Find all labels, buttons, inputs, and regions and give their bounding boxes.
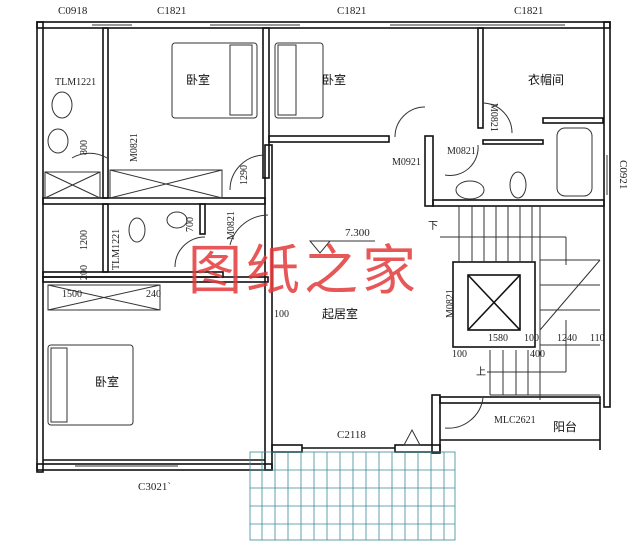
wall: [42, 197, 266, 205]
wall: [199, 203, 206, 235]
door-label: M0921: [392, 157, 421, 168]
wall: [432, 199, 605, 207]
dimension-label: 1200: [79, 230, 90, 250]
elevator-car: [467, 274, 521, 331]
room-label-bedroom: 卧室: [322, 73, 347, 87]
dimension-label: 700: [185, 217, 196, 232]
dimension-label: 1290: [239, 165, 250, 185]
wall: [262, 27, 270, 179]
dimension-label: 110: [590, 333, 605, 344]
window-label: C1821: [157, 5, 187, 17]
wall: [424, 135, 434, 207]
dimension-label: 1500: [62, 289, 82, 300]
wall: [477, 27, 484, 129]
bed: [274, 42, 324, 119]
stairs-down-label: 下: [428, 221, 438, 232]
left-wall: [36, 21, 44, 473]
wall: [482, 139, 544, 145]
wall: [42, 276, 269, 283]
door-label: M0821: [447, 146, 476, 157]
window-label: C0918: [58, 5, 88, 17]
window-label: C3021`: [138, 481, 171, 493]
wall: [102, 27, 109, 199]
dimension-label: 400: [530, 349, 545, 360]
dimension-label: 1580: [488, 333, 508, 344]
living-left-wall: [264, 144, 273, 471]
elevator-shaft: [452, 261, 536, 348]
room-label-bedroom: 卧室: [186, 73, 211, 87]
watermark: 图纸之家: [188, 239, 420, 302]
door-label: M0821: [488, 103, 499, 132]
wall: [431, 394, 441, 454]
dimension-label: 240: [146, 289, 161, 300]
dimension-label: 200: [79, 265, 90, 280]
fixtures: [44, 24, 608, 467]
wall: [102, 203, 109, 273]
wall: [271, 444, 303, 453]
wall: [439, 396, 601, 404]
dimension-label: 100: [452, 349, 467, 360]
room-label-bedroom: 卧室: [95, 375, 120, 389]
door-label: TLM1221: [55, 77, 97, 88]
wall: [542, 117, 604, 124]
window-label: C1821: [337, 5, 367, 17]
door-label: TLM1221: [111, 228, 122, 270]
wall: [268, 135, 390, 143]
bottom-wall-left: [36, 463, 273, 471]
bathtub: [556, 127, 593, 197]
wall: [394, 444, 441, 453]
door-label: M0821: [226, 211, 237, 240]
bed: [47, 344, 134, 426]
dimension-label: 100: [524, 333, 539, 344]
door-label: MLC2621: [494, 415, 536, 426]
door-label: M0821: [445, 289, 456, 318]
room-label-closet: 衣帽间: [528, 73, 565, 87]
dimension-label: 800: [79, 140, 90, 155]
room-label-living: 起居室: [322, 307, 359, 321]
stairs-up-label: 上: [476, 367, 486, 378]
right-wall: [603, 21, 611, 408]
elevation-label: 7.300: [345, 227, 370, 239]
staircase: [440, 206, 601, 400]
room-label-balcony: 阳台: [553, 420, 578, 434]
window-label: C0921: [617, 160, 629, 190]
dimension-label: 100: [274, 309, 289, 320]
walls: [36, 21, 611, 473]
wardrobe: [109, 169, 223, 199]
door-label: M0821: [129, 133, 140, 162]
dimension-label: 1240: [557, 333, 577, 344]
bed: [171, 42, 258, 119]
wardrobe: [47, 284, 161, 311]
terrace-tiles: [249, 451, 456, 541]
window-label: C2118: [337, 429, 366, 441]
window-label: C1821: [514, 5, 544, 17]
